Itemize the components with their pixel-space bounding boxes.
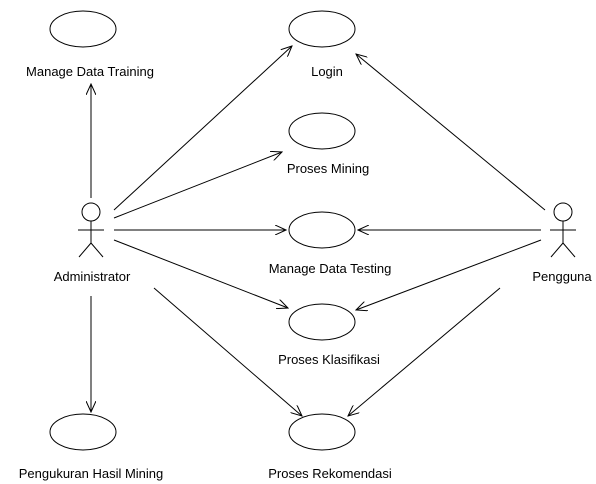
- use-case-ellipse: [288, 112, 356, 150]
- use-case-ellipse: [288, 10, 356, 48]
- use-case-label-pengukuran-hasil-mining: Pengukuran Hasil Mining: [19, 466, 164, 481]
- actor-label-administrator: Administrator: [54, 269, 131, 284]
- actor-right-leg: [90, 242, 104, 258]
- use-case-proses-klasifikasi[interactable]: Proses Klasifikasi: [278, 303, 380, 367]
- use-case-proses-rekomendasi[interactable]: Proses Rekomendasi: [268, 413, 392, 481]
- use-case-label-manage-data-training: Manage Data Training: [26, 64, 154, 79]
- use-case-label-manage-data-testing: Manage Data Testing: [269, 261, 392, 276]
- actor-left-leg: [78, 242, 92, 258]
- use-case-ellipse: [288, 211, 356, 249]
- use-case-label-proses-klasifikasi: Proses Klasifikasi: [278, 352, 380, 367]
- actor-administrator[interactable]: Administrator: [54, 202, 131, 284]
- use-case-ellipse: [49, 413, 117, 451]
- assoc-administrator-proses-rekomendasi[interactable]: [153, 287, 302, 416]
- actor-label-pengguna: Pengguna: [532, 269, 592, 284]
- actor-right-leg: [562, 242, 576, 258]
- use-case-ellipse: [288, 413, 356, 451]
- actor-head: [553, 202, 573, 222]
- use-case-label-login: Login: [311, 64, 343, 79]
- actor-pengguna[interactable]: Pengguna: [532, 202, 592, 284]
- use-case-proses-mining[interactable]: Proses Mining: [287, 112, 369, 176]
- assoc-administrator-proses-klasifikasi[interactable]: [113, 239, 288, 308]
- use-case-login[interactable]: Login: [288, 10, 356, 79]
- assoc-administrator-login[interactable]: [113, 46, 292, 211]
- actor-head: [81, 202, 101, 222]
- use-case-manage-data-training[interactable]: Manage Data Training: [26, 10, 154, 79]
- use-case-ellipse: [49, 10, 117, 48]
- actor-left-leg: [550, 242, 564, 258]
- assoc-administrator-proses-mining[interactable]: [113, 152, 282, 219]
- assoc-pengguna-login[interactable]: [356, 54, 546, 211]
- use-case-label-proses-rekomendasi: Proses Rekomendasi: [268, 466, 392, 481]
- use-case-ellipse: [288, 303, 356, 341]
- use-case-label-proses-mining: Proses Mining: [287, 161, 369, 176]
- use-case-pengukuran-hasil-mining[interactable]: Pengukuran Hasil Mining: [19, 413, 164, 481]
- use-case-manage-data-testing[interactable]: Manage Data Testing: [269, 211, 392, 276]
- assoc-pengguna-proses-rekomendasi[interactable]: [348, 287, 501, 416]
- assoc-pengguna-proses-klasifikasi[interactable]: [356, 239, 542, 310]
